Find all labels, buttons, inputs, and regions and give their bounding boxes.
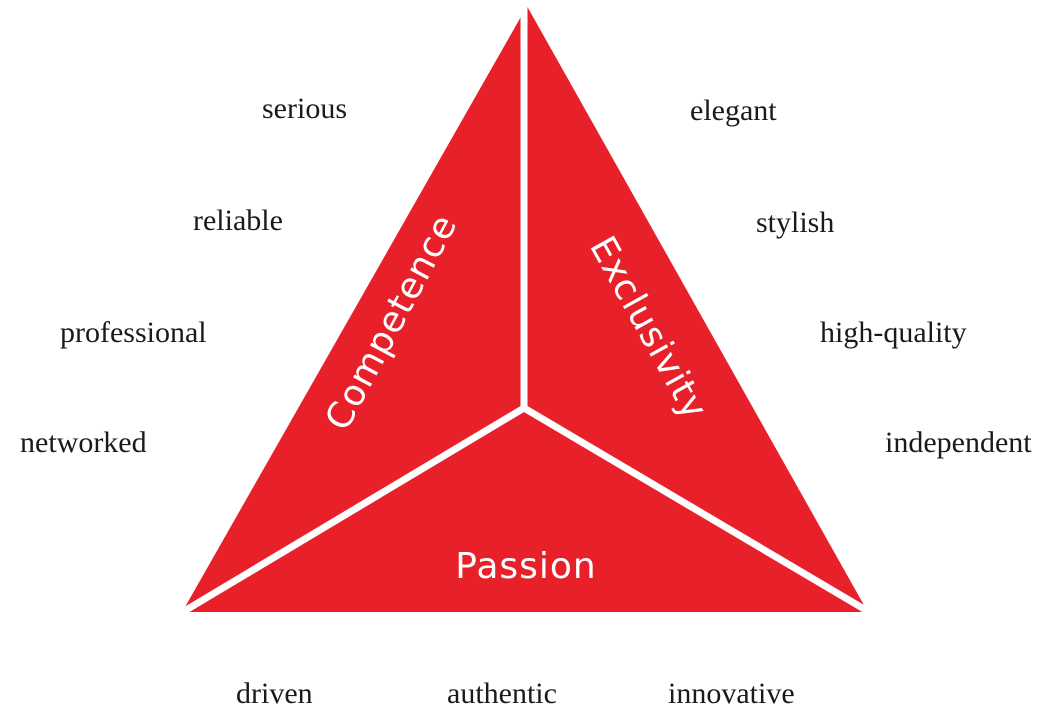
attribute-word: stylish	[756, 206, 834, 239]
attribute-word: independent	[885, 426, 1032, 459]
attribute-word: high-quality	[820, 316, 967, 349]
competence-attributes: serious reliable professional networked	[20, 92, 347, 459]
attribute-word: professional	[60, 316, 207, 349]
attribute-word: elegant	[690, 94, 777, 127]
triangle-dividers	[174, 0, 878, 620]
divider-right	[522, 404, 878, 620]
divider-left	[174, 404, 526, 620]
passion-attributes: driven authentic innovative	[236, 677, 795, 710]
attribute-word: serious	[262, 92, 347, 125]
attribute-word: driven	[236, 677, 313, 710]
attribute-word: networked	[20, 426, 147, 459]
attribute-word: innovative	[668, 677, 795, 710]
attribute-word: reliable	[193, 204, 283, 237]
segment-label-passion: Passion	[455, 546, 597, 587]
attribute-word: authentic	[447, 677, 557, 710]
exclusivity-attributes: elegant stylish high-quality independent	[690, 94, 1032, 459]
